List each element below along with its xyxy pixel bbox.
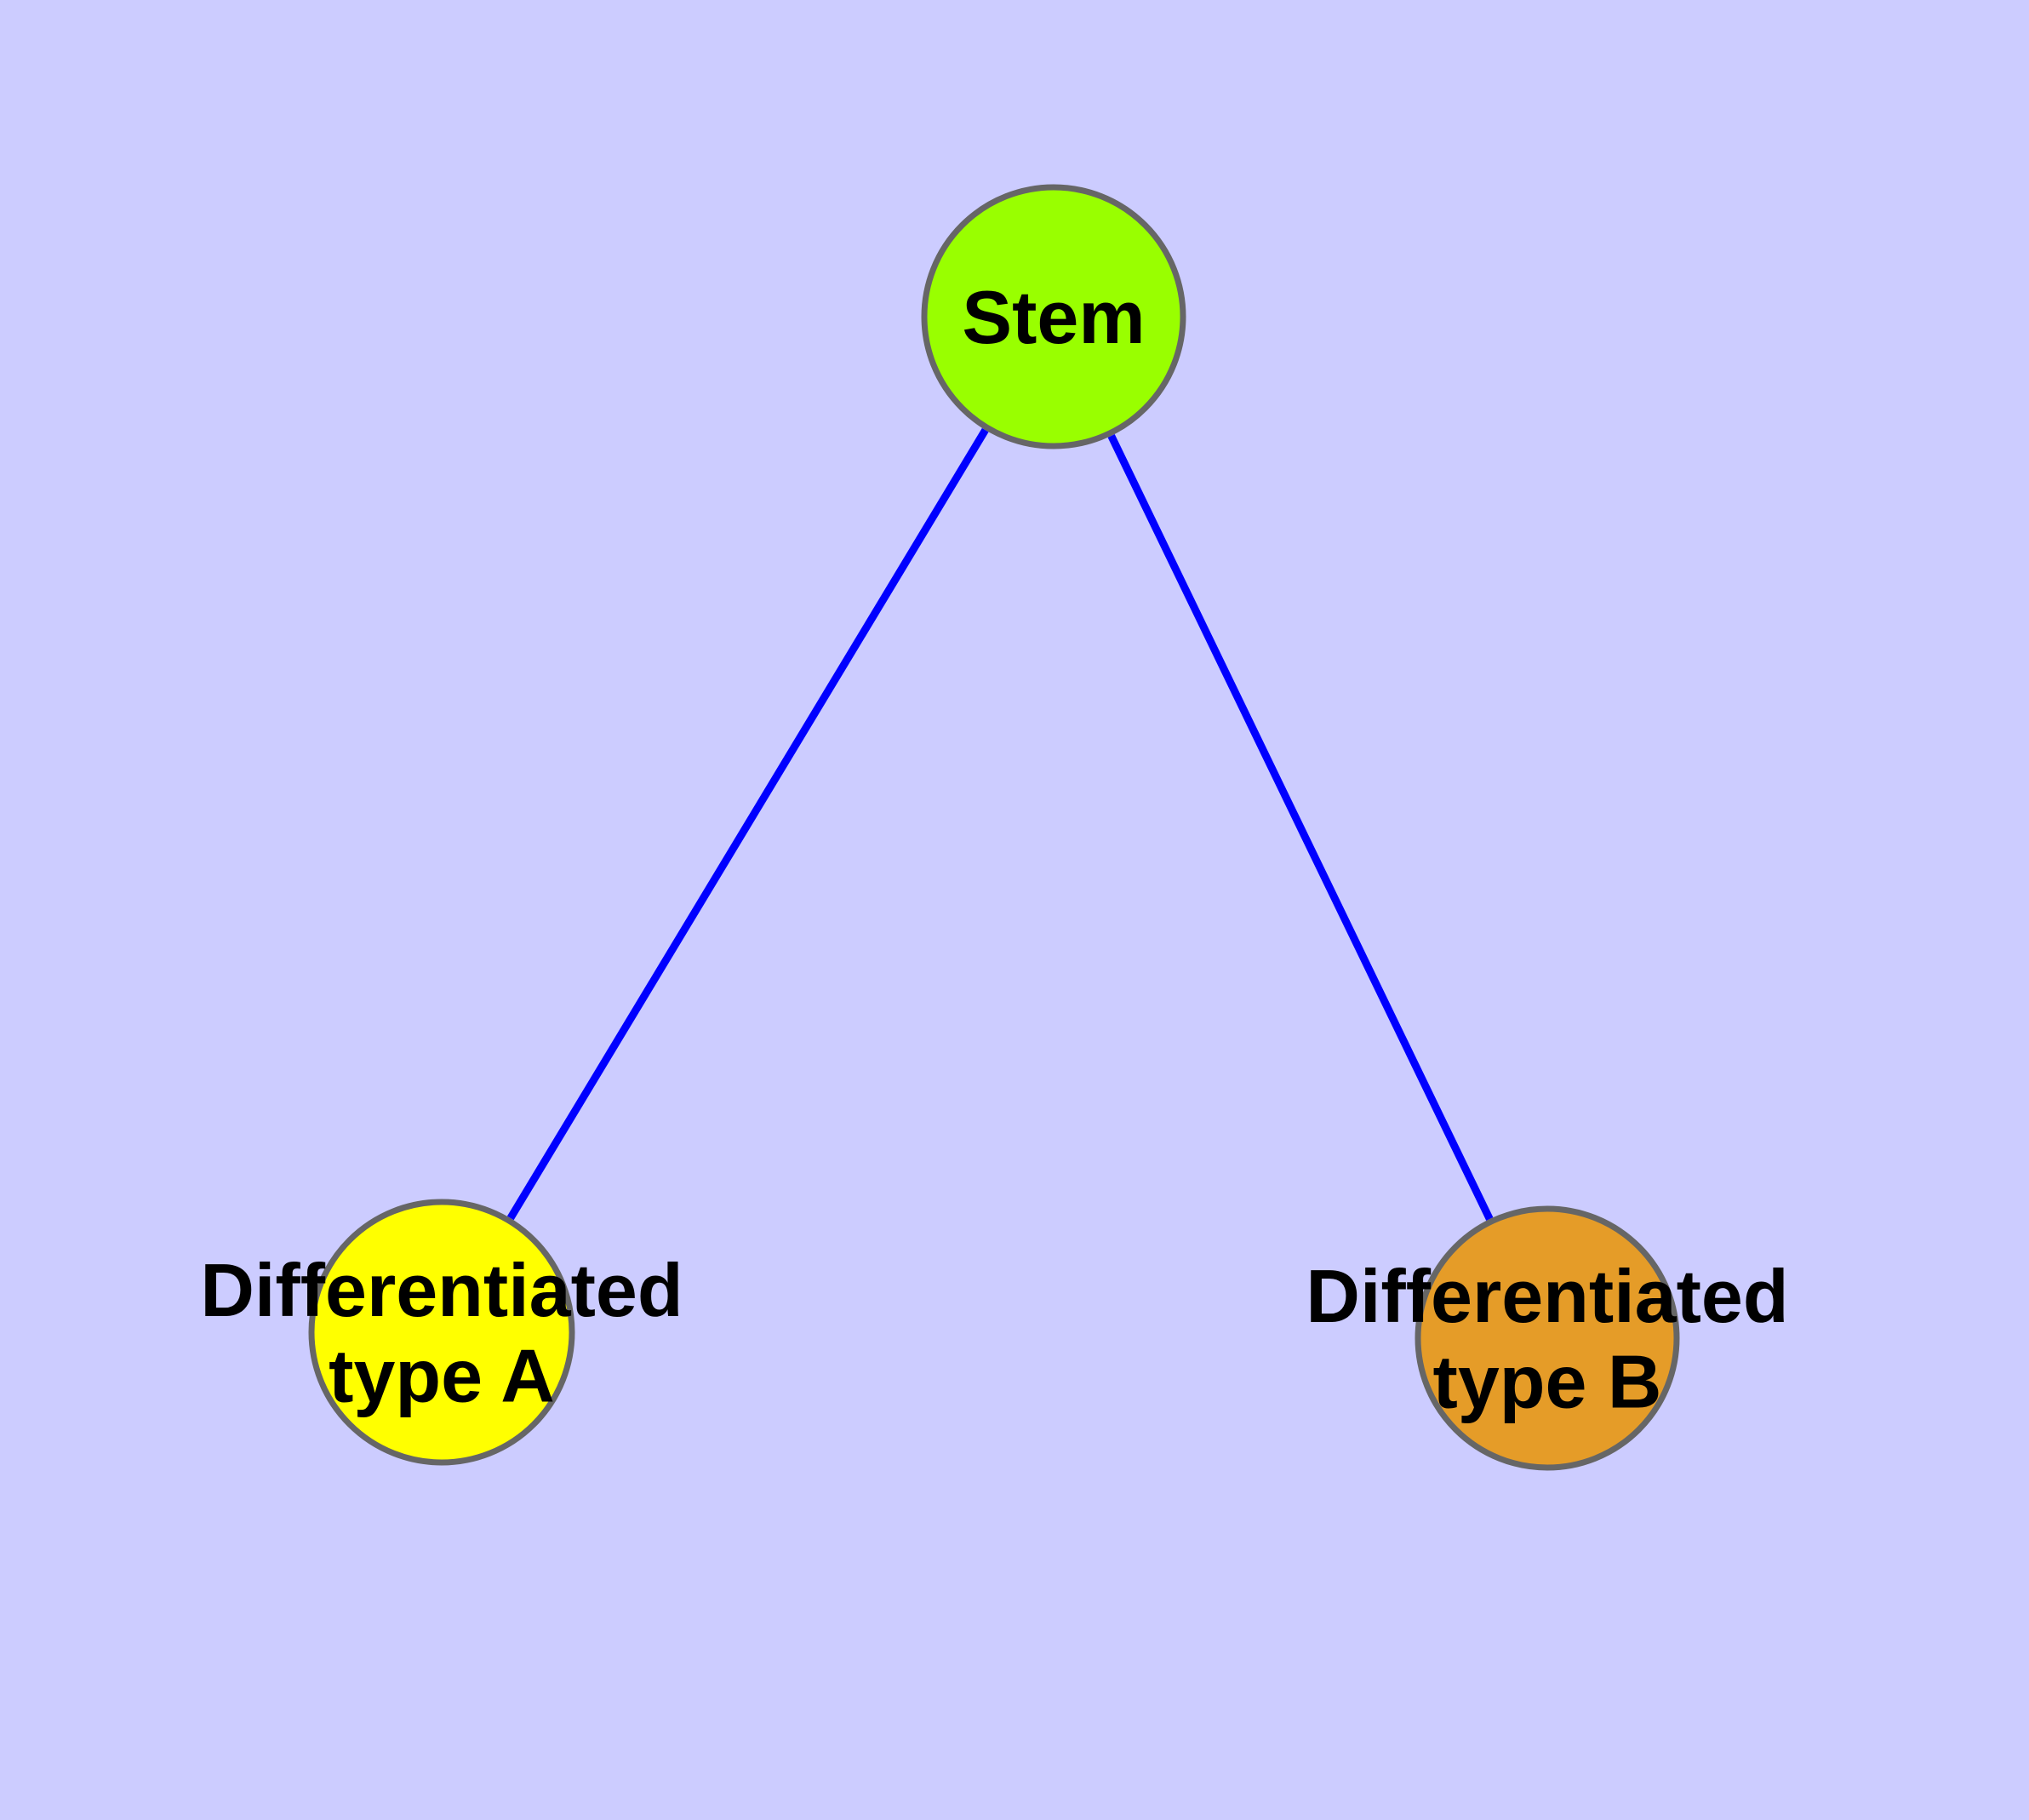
node-diff_a[interactable] (308, 1199, 575, 1466)
node-diff_b[interactable] (1415, 1205, 1680, 1471)
edges-layer (506, 427, 1494, 1221)
node-stem[interactable] (921, 184, 1186, 449)
node-label-stem: Stem (962, 275, 1145, 359)
edge-stem-diff-b[interactable] (1107, 434, 1494, 1221)
nodes-layer (308, 184, 1680, 1471)
node-label-line: type B (1433, 1339, 1662, 1423)
node-label-line: Stem (962, 275, 1145, 359)
node-label-line: Differentiated (200, 1248, 683, 1332)
node-label-line: type A (329, 1333, 555, 1417)
edge-stem-diff-a[interactable] (506, 427, 989, 1221)
node-label-line: Differentiated (1306, 1254, 1788, 1338)
